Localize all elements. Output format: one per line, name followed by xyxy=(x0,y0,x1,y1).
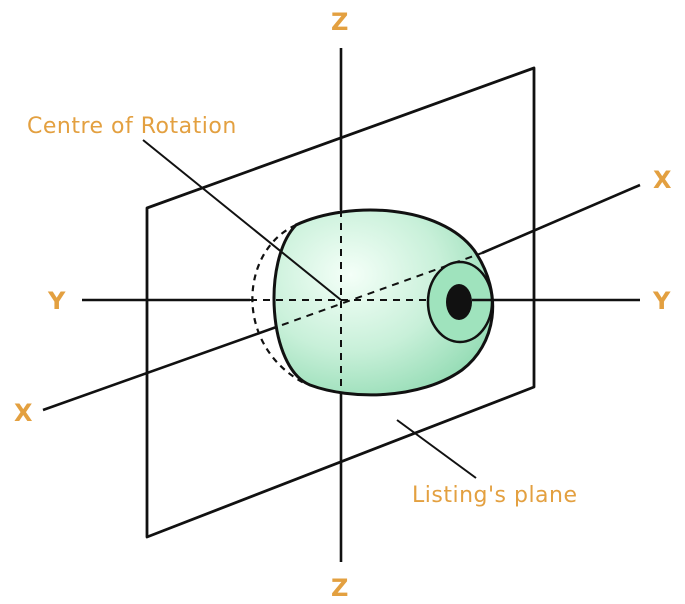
x-axis-hidden-dashed xyxy=(281,252,483,326)
axis-label-z-top: Z xyxy=(331,8,348,36)
x-axis-left xyxy=(42,323,283,412)
listings-plane-leader xyxy=(396,419,477,479)
centre-of-rotation-leader xyxy=(142,139,342,301)
eyeball xyxy=(272,208,495,397)
axis-label-y-right: Y xyxy=(652,287,671,315)
axis-label-z-bottom: Z xyxy=(331,574,348,602)
centre-of-rotation-label: Centre of Rotation xyxy=(27,114,237,139)
axis-label-y-left: Y xyxy=(47,287,66,315)
axis-label-x-left: X xyxy=(14,399,33,427)
axis-label-x-right: X xyxy=(653,166,672,194)
pupil xyxy=(446,284,472,320)
listings-plane-label: Listing's plane xyxy=(412,483,578,508)
listings-plane-outline xyxy=(145,66,536,539)
x-axis-right xyxy=(481,183,641,255)
